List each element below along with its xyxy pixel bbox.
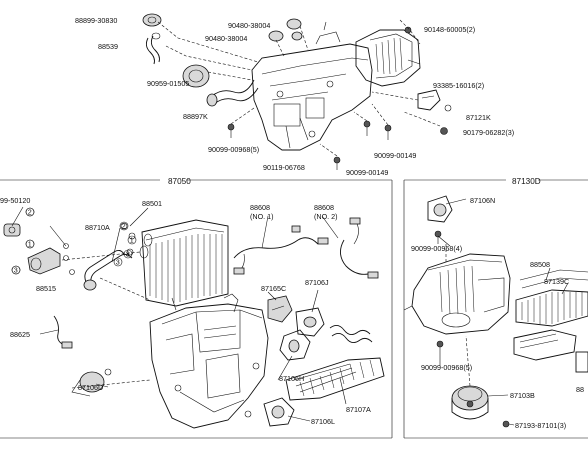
top-assembly-drawing bbox=[142, 13, 452, 170]
label-88625: 88625 bbox=[10, 330, 30, 339]
callout-2: 2 bbox=[28, 208, 32, 217]
label-87106l: 87106L bbox=[311, 417, 335, 426]
label-87103b: 87103B bbox=[510, 391, 535, 400]
label-88897k: 88897K bbox=[183, 112, 208, 121]
label-90099-00968-4: 90099-00968(4) bbox=[411, 244, 462, 253]
label-93385-16016: 93385-16016(2) bbox=[433, 81, 484, 90]
right-group-drawing bbox=[403, 195, 588, 428]
label-87107a: 87107A bbox=[346, 405, 371, 414]
label-87165c: 87165C bbox=[261, 284, 286, 293]
label-87130d: 87130D bbox=[512, 177, 541, 186]
label-87139c: 87139C bbox=[544, 277, 569, 286]
label-90099-00149-a: 90099-00149 bbox=[374, 151, 416, 160]
label-88608-no1-note: (NO. 1) bbox=[250, 212, 274, 221]
label-87050: 87050 bbox=[168, 177, 191, 186]
label-88899-30830: 88899-30830 bbox=[75, 16, 117, 25]
label-87106n: 87106N bbox=[470, 196, 495, 205]
label-87106h: 87106H bbox=[279, 374, 304, 383]
left-group-drawing bbox=[3, 206, 385, 429]
callout-1b: 1 bbox=[130, 236, 134, 245]
label-90099-00968-5: 90099-00968(5) bbox=[208, 145, 259, 154]
label-87106d: 87106D bbox=[78, 383, 103, 392]
callout-3c: 3 bbox=[116, 258, 120, 267]
label-88508: 88508 bbox=[530, 260, 550, 269]
label-87106j: 87106J bbox=[305, 278, 329, 287]
callout-markers: 2 1 3 2 1 3 3 bbox=[11, 208, 137, 275]
label-88501: 88501 bbox=[142, 199, 162, 208]
right-group-frame bbox=[403, 179, 588, 439]
callout-1: 1 bbox=[28, 240, 32, 249]
label-88710a: 88710A bbox=[85, 223, 110, 232]
label-88608-no2-note: (NO. 2) bbox=[314, 212, 338, 221]
label-90480-38004-a: 90480-38004 bbox=[228, 21, 270, 30]
label-90099-00149-b: 90099-00149 bbox=[346, 168, 388, 177]
label-90179-06282: 90179-06282(3) bbox=[463, 128, 514, 137]
callout-3: 3 bbox=[14, 266, 18, 275]
label-90480-38004-b: 90480-38004 bbox=[205, 34, 247, 43]
label-88608-no1: 88608 bbox=[250, 203, 270, 212]
left-group-frame bbox=[0, 179, 393, 439]
label-88515: 88515 bbox=[36, 284, 56, 293]
label-90148-60005: 90148-60005(2) bbox=[424, 25, 475, 34]
label-87193-87101: 87193-87101(3) bbox=[515, 421, 566, 430]
label-87121k: 87121K bbox=[466, 113, 491, 122]
label-99-50120: 99-50120 bbox=[0, 196, 30, 205]
part-labels: 88899-30830 88539 90959-01505 88897K 904… bbox=[0, 16, 584, 430]
label-90099-00968-5b: 90099-00968(5) bbox=[421, 363, 472, 372]
label-88608-no2: 88608 bbox=[314, 203, 334, 212]
label-88539: 88539 bbox=[98, 42, 118, 51]
callout-3b: 3 bbox=[126, 250, 130, 259]
label-88-cut: 88 bbox=[576, 385, 584, 394]
callout-2b: 2 bbox=[122, 222, 126, 231]
label-90959-01505: 90959-01505 bbox=[147, 79, 189, 88]
label-90119-06768: 90119-06768 bbox=[263, 163, 305, 172]
